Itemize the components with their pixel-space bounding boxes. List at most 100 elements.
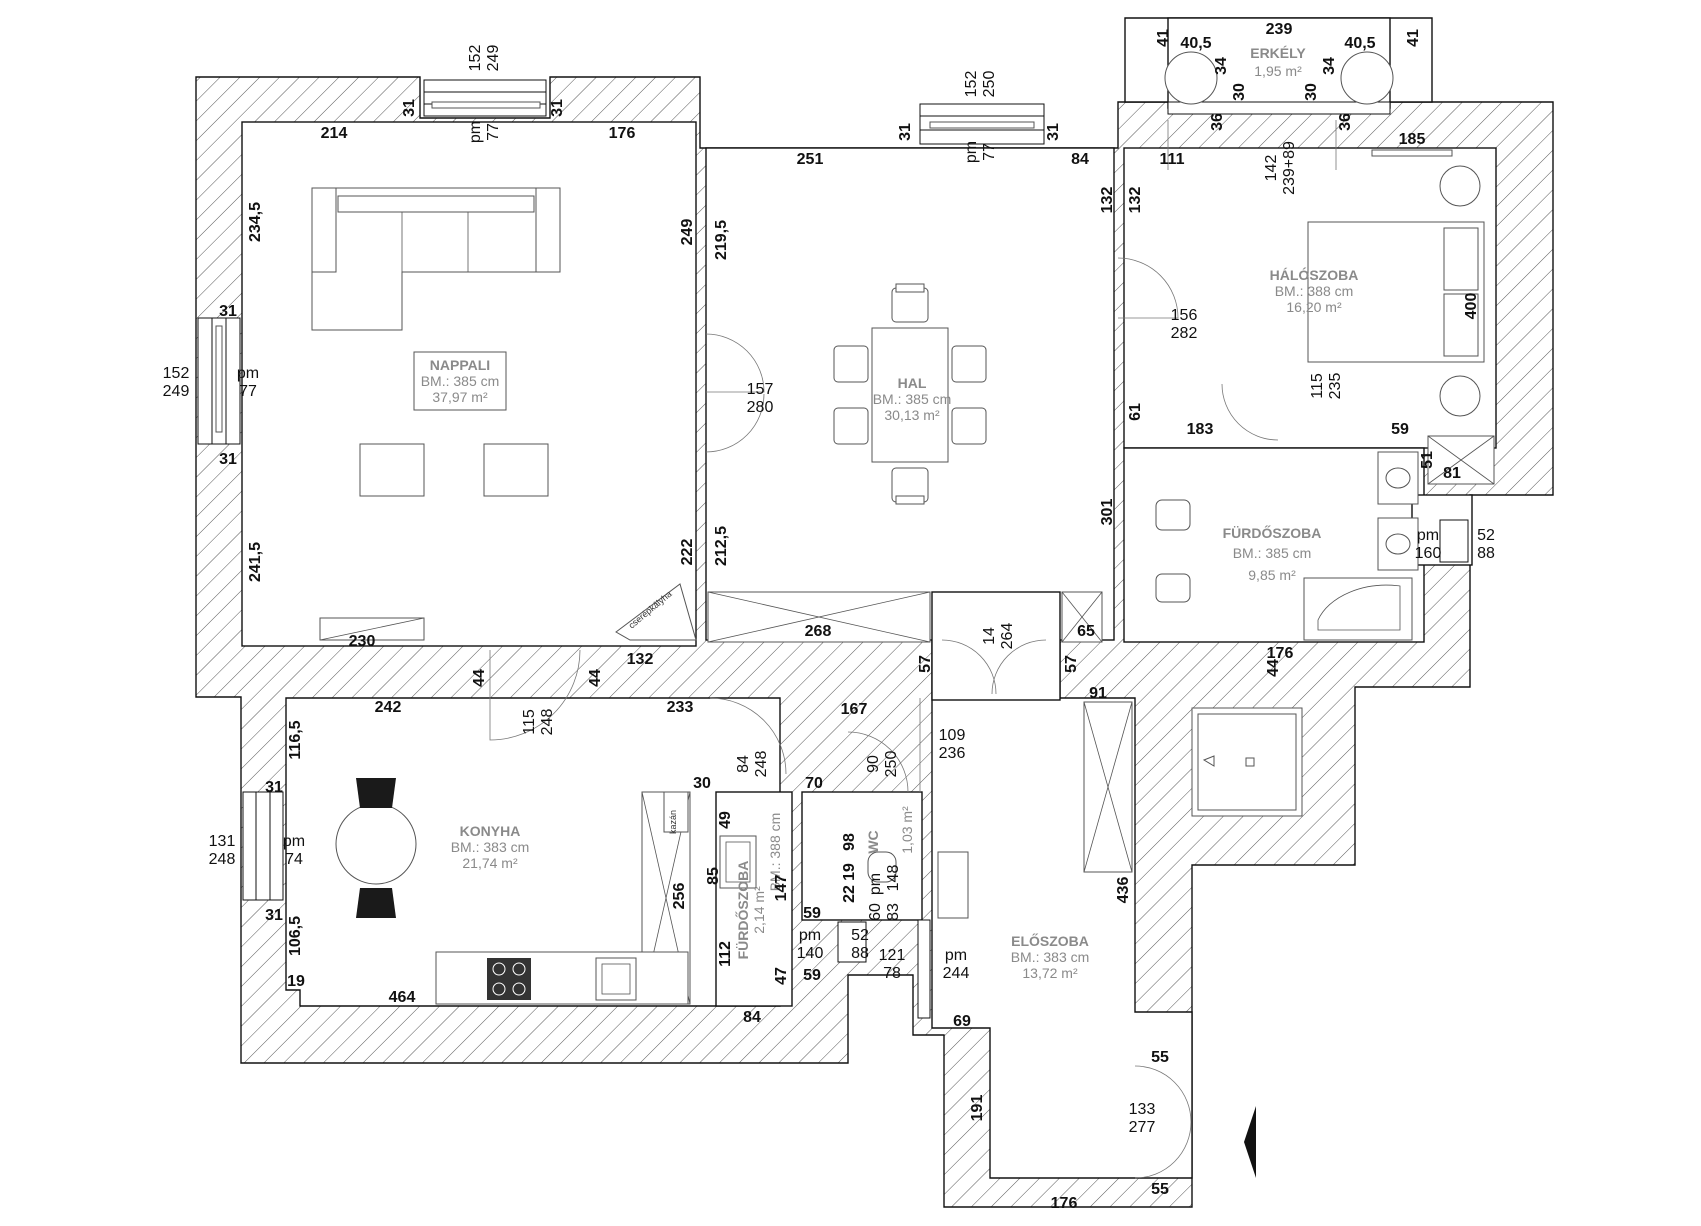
room-wc: [801, 791, 923, 921]
window-height: 250: [981, 71, 998, 98]
dim: 214: [321, 125, 348, 142]
dim: 230: [349, 633, 376, 650]
dim: 31: [265, 907, 283, 924]
room-name-haloszoba: HÁLÓSZOBA: [1270, 266, 1359, 283]
room-name-furdoszoba-small: FÜRDŐSZOBA: [734, 861, 751, 960]
furniture: [215, 51, 1485, 1178]
window-sill: 77: [981, 143, 998, 161]
door-width: 121: [879, 947, 906, 964]
tile-stove: [615, 583, 697, 641]
room-height-furdoszoba-small: BM.: 388 cm: [767, 813, 783, 892]
dim: 98: [841, 833, 858, 851]
dim: 36: [1337, 113, 1354, 131]
room-height-nappali: BM.: 385 cm: [421, 373, 500, 389]
dim: 222: [679, 539, 696, 566]
dim: 51: [1419, 451, 1436, 469]
room-name-konyha: KONYHA: [460, 823, 521, 839]
dim: 176: [1051, 1195, 1078, 1212]
dim: 256: [671, 883, 688, 910]
dim: 112: [717, 941, 734, 967]
dimensions-vertical: 234,5 241,5 249 219,5 222 212,5 132 132 …: [247, 29, 1480, 1121]
dim: 57: [1063, 655, 1080, 673]
dim: 301: [1099, 499, 1116, 526]
window-sill: 77: [485, 123, 502, 141]
room-labels: NAPPALI BM.: 385 cm 37,97 m² HAL BM.: 38…: [421, 45, 1359, 981]
dimensions: 214 176 251 84 111 185 239 40,5 40,5 183…: [219, 21, 1461, 1212]
dim: 44: [471, 669, 488, 687]
door-height: 239+89: [1281, 141, 1298, 195]
window-pm: pm: [945, 947, 967, 964]
nightstand-lamp: [1439, 165, 1481, 207]
dining-table: [871, 327, 949, 463]
door-width: 157: [747, 381, 774, 398]
kitchen-sink: [595, 957, 637, 1001]
bathtub: [1303, 577, 1413, 641]
dim: 242: [375, 699, 402, 716]
window-height: 244: [943, 965, 970, 982]
dim: 31: [897, 123, 914, 141]
room-name-furdoszoba: FÜRDŐSZOBA: [1223, 524, 1322, 541]
dim: 132: [1127, 187, 1144, 214]
kitchen-chair: [356, 778, 396, 808]
room-area-erkely: 1,95 m²: [1254, 63, 1302, 79]
window-pm: pm: [867, 873, 884, 895]
dim: 436: [1115, 877, 1132, 904]
window-pm: pm: [467, 121, 484, 143]
door-height: 280: [747, 399, 774, 416]
dim: 41: [1155, 29, 1172, 47]
dim: 31: [219, 303, 237, 320]
door-height: 250: [883, 751, 900, 778]
door-height: 235: [1327, 373, 1344, 400]
dim: 85: [705, 867, 722, 885]
window-width: 152: [163, 365, 190, 382]
dim: 176: [1267, 645, 1294, 662]
dining-chair: [833, 407, 869, 445]
dining-chair: [891, 283, 929, 323]
window-sill: 160: [1415, 545, 1442, 562]
dim: 185: [1399, 131, 1426, 148]
door-width: 115: [1309, 373, 1326, 399]
window-width: 131: [209, 833, 236, 850]
dim: 59: [1391, 421, 1409, 438]
room-area-konyha: 21,74 m²: [462, 855, 518, 871]
armchair: [359, 443, 425, 497]
dim: 212,5: [713, 526, 730, 566]
dining-chair: [891, 467, 929, 505]
door-width: 115: [521, 709, 538, 735]
opening-annotations: 152 249 pm 77 152 250 pm 77 152 249 pm 7…: [163, 45, 1495, 1136]
door-height: 264: [999, 623, 1016, 650]
door-height: 248: [753, 751, 770, 778]
dim: 219,5: [713, 220, 730, 260]
dim: 111: [1160, 151, 1185, 168]
door-height: 236: [939, 745, 966, 762]
room-name-wc: WC: [865, 830, 881, 853]
dim: 147: [773, 875, 790, 902]
dim: 132: [1099, 187, 1116, 214]
dim: 57: [917, 655, 934, 673]
window-width: 60: [867, 903, 884, 921]
room-area-wc: 1,03 m²: [899, 806, 915, 854]
window-height: 249: [163, 383, 190, 400]
doors: [489, 120, 1337, 1179]
window-width: 152: [467, 45, 484, 72]
dim: 31: [549, 99, 566, 117]
door-width: 142: [1263, 155, 1280, 182]
wc-bowl: [867, 851, 897, 883]
dim: 400: [1463, 293, 1480, 320]
door-width: 84: [735, 755, 752, 773]
room-height-konyha: BM.: 383 cm: [451, 839, 530, 855]
window-pm: pm: [799, 927, 821, 944]
room-area-eloszoba: 13,72 m²: [1022, 965, 1078, 981]
room-area-haloszoba: 16,20 m²: [1286, 299, 1342, 315]
door-width: 14: [981, 627, 998, 645]
window-pm: pm: [283, 833, 305, 850]
room-height-furdoszoba: BM.: 385 cm: [1233, 545, 1312, 561]
dining-chair: [951, 407, 987, 445]
window-pm: pm: [963, 141, 980, 163]
door-width: 156: [1171, 307, 1198, 324]
dim: 65: [1077, 623, 1095, 640]
dim: 239: [1266, 21, 1293, 38]
dim: 30: [1231, 83, 1248, 101]
